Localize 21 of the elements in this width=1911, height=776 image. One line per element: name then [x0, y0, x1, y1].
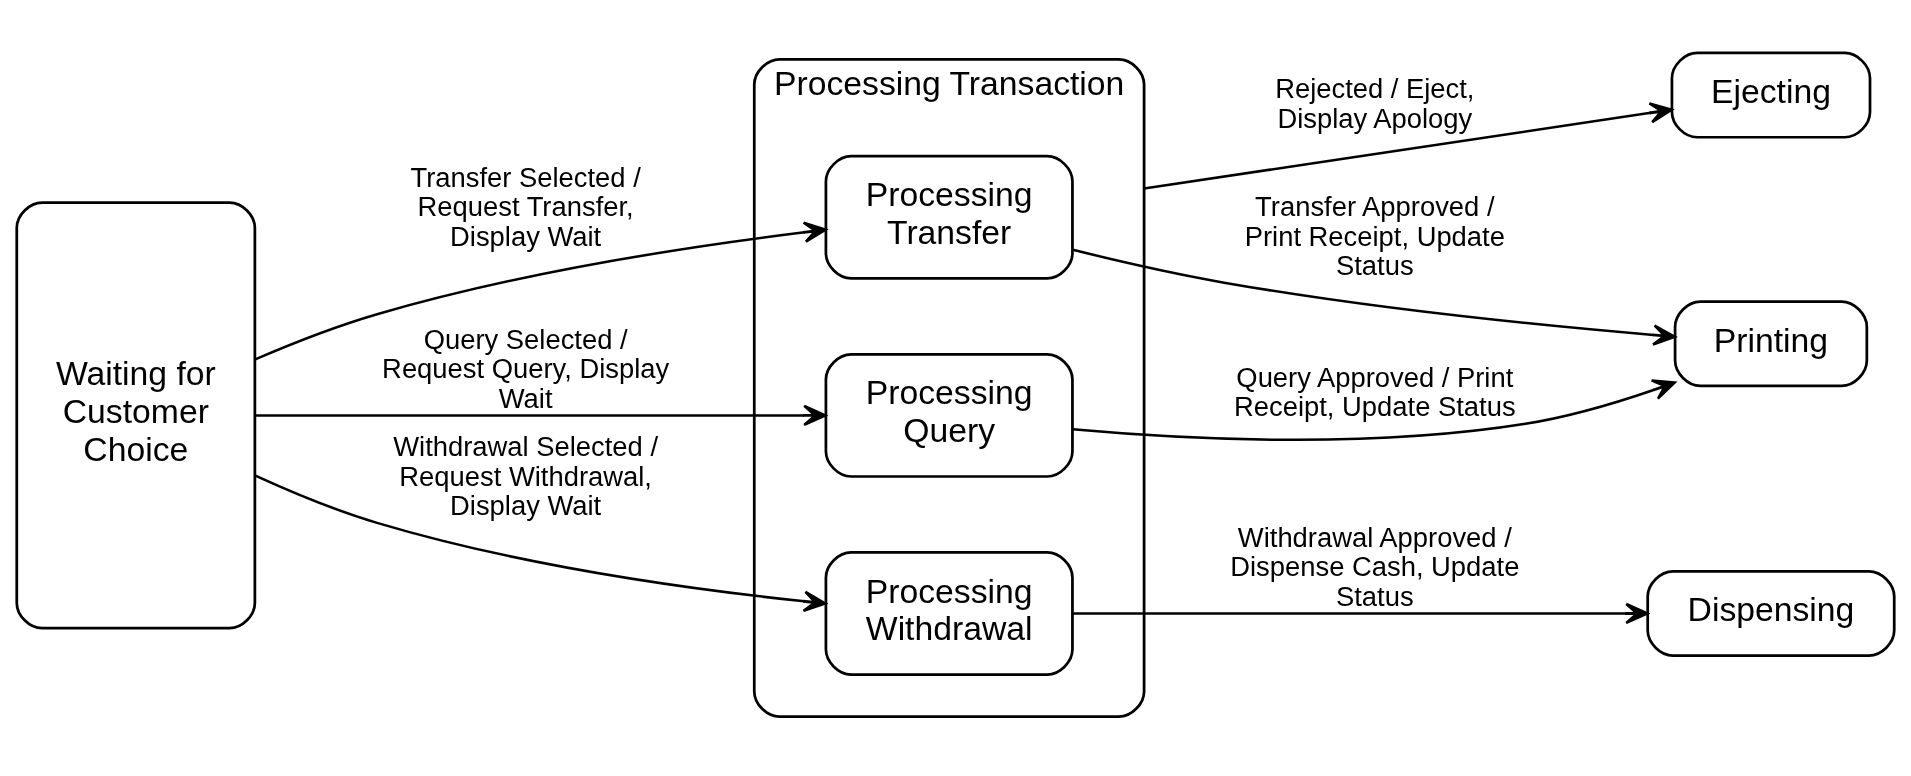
- edge-label: Withdrawal Approved / Dispense Cash, Update Status: [1230, 521, 1520, 612]
- node-box: Processing Withdrawal: [824, 551, 1074, 676]
- edge-label: Query Approved / Print Receipt, Update Status: [1234, 361, 1516, 423]
- node-box: Processing Query: [824, 352, 1074, 478]
- edge-label: Query Selected / Request Query, Display Wait: [382, 323, 670, 414]
- arrow: [1072, 379, 1676, 442]
- arrow: [254, 221, 827, 361]
- arrow: [1143, 102, 1673, 190]
- arrow: [1072, 602, 1649, 625]
- node-box: Waiting for Customer Choice: [15, 201, 257, 630]
- edge-label: Transfer Selected / Request Transfer, Display Wait: [410, 161, 641, 252]
- node-box: Dispensing: [1646, 569, 1896, 657]
- node-box: Processing Transfer: [824, 154, 1074, 280]
- edge-label: Transfer Approved / Print Receipt, Update Status: [1244, 191, 1505, 282]
- node-box: Printing: [1673, 300, 1869, 388]
- arrow: [254, 474, 827, 613]
- arrow: [1072, 248, 1677, 346]
- edge-label: Withdrawal Selected / Request Withdrawal, Display Wait: [393, 431, 659, 522]
- node-box: Ejecting: [1670, 51, 1872, 139]
- edge-label: Rejected / Eject, Display Apology: [1275, 73, 1475, 134]
- arrow: [255, 404, 827, 427]
